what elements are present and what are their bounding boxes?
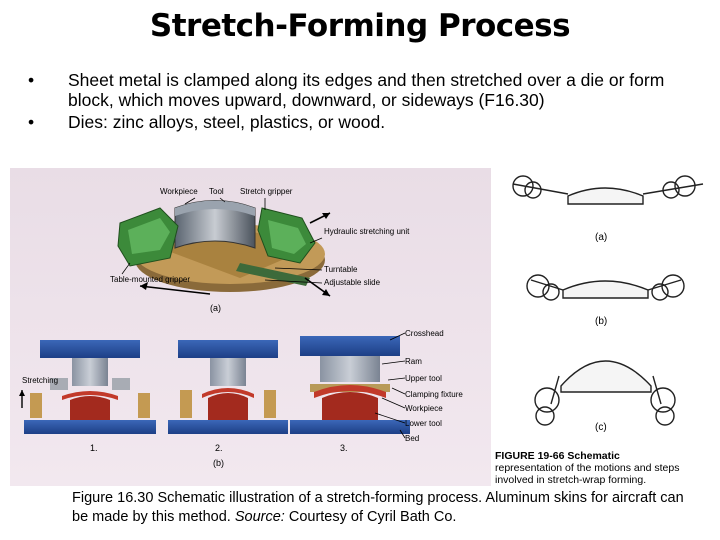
label-step-2: 2. [215,443,223,453]
figure-19-66-title: FIGURE 19-66 Schematic [495,450,620,462]
stretch-wrap-figure: (a) (b) (c) FIGURE 19-66 Schematic repre… [493,168,720,486]
label-step-1: 1. [90,443,98,453]
label-clamping-fixture: Clamping fixture [405,390,463,399]
label-step-3: 3. [340,443,348,453]
label-ram: Ram [405,357,422,366]
caption-source-text: Courtesy of Cyril Bath Co. [285,509,457,525]
stretch-forming-figure: Workpiece Tool Stretch gripper Hydraulic… [10,168,491,486]
label-tool: Tool [209,187,224,196]
bullet-list: • Sheet metal is clamped along its edges… [28,70,698,134]
label-bed: Bed [405,434,419,443]
label-19-c: (c) [595,422,607,433]
slide-title: Stretch-Forming Process [0,8,720,44]
label-crosshead: Crosshead [405,329,444,338]
label-upper-tool: Upper tool [405,374,442,383]
bullet-symbol: • [28,70,68,110]
label-turntable: Turntable [324,265,358,274]
figure-19-66-line3: involved in stretch-wrap forming. [495,474,646,486]
label-workpiece-b: Workpiece [405,404,443,413]
caption-source-label: Source: [235,509,285,525]
label-sub-a: (a) [210,303,221,313]
label-19-a: (a) [595,232,607,243]
label-stretch-gripper: Stretch gripper [240,187,293,196]
bullet-text: Dies: zinc alloys, steel, plastics, or w… [68,112,385,132]
label-stretching: Stretching [22,376,58,385]
label-sub-b: (b) [213,458,224,468]
label-lower-tool: Lower tool [405,419,442,428]
label-table-gripper: Table-mounted gripper [110,275,190,284]
figure-19-66-line2: representation of the motions and steps [495,462,679,474]
figure-caption: Figure 16.30 Schematic illustration of a… [72,489,692,527]
label-hydraulic-unit: Hydraulic stretching unit [324,227,410,236]
bullet-symbol: • [28,112,68,132]
bullet-item: • Sheet metal is clamped along its edges… [28,70,698,110]
label-workpiece: Workpiece [160,187,198,196]
bullet-item: • Dies: zinc alloys, steel, plastics, or… [28,112,698,132]
bullet-text: Sheet metal is clamped along its edges a… [68,70,698,110]
label-19-b: (b) [595,316,607,327]
label-adjustable-slide: Adjustable slide [324,278,381,287]
